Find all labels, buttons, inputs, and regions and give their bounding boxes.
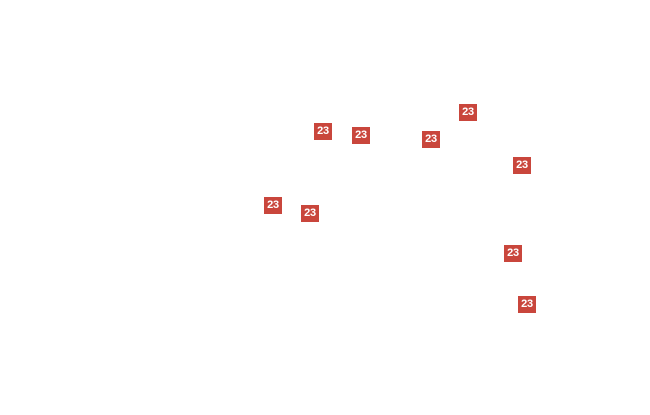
count-marker[interactable]: 23 <box>518 296 536 313</box>
count-marker[interactable]: 23 <box>513 157 531 174</box>
count-marker[interactable]: 23 <box>314 123 332 140</box>
count-marker[interactable]: 23 <box>352 127 370 144</box>
count-marker[interactable]: 23 <box>504 245 522 262</box>
count-marker[interactable]: 23 <box>459 104 477 121</box>
count-marker[interactable]: 23 <box>422 131 440 148</box>
count-marker[interactable]: 23 <box>264 197 282 214</box>
count-marker[interactable]: 23 <box>301 205 319 222</box>
